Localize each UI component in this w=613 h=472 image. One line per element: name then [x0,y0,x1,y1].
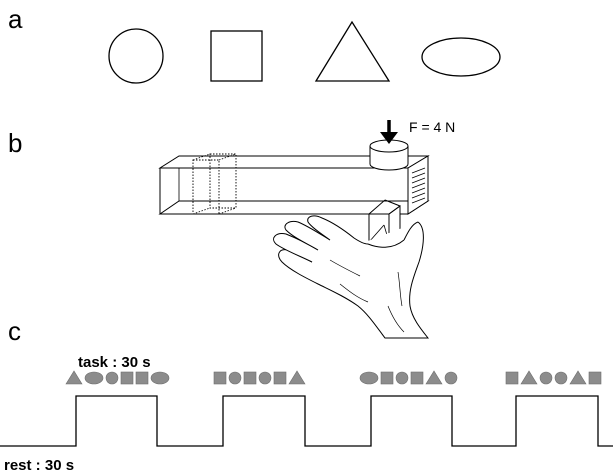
stimulus-square [273,371,287,385]
stimulus-triangle [569,370,587,385]
stimulus-square [380,371,394,385]
panel-label-a: a [8,4,23,34]
stimulus-circle [539,371,553,385]
rest-duration-label: rest : 30 s [4,457,74,472]
panel-b-apparatus [158,120,430,339]
stimulus-square [120,371,134,385]
stimulus-square [213,371,227,385]
bottom-plate [158,200,430,215]
force-label: F = 4 N [409,119,455,135]
triangle-shape [314,20,391,82]
stimulus-square [410,371,424,385]
stimulus-triangle [288,370,306,385]
stimulus-triangle [65,370,83,385]
stimulus-ellipse [150,371,170,385]
stimulus-ellipse [359,371,379,385]
stimulus-square [135,371,149,385]
cylinder-weight [369,139,409,171]
stimulus-triangle [520,370,538,385]
stimulus-circle [258,371,272,385]
stimulus-circle [395,371,409,385]
support-block [192,153,237,215]
stimulus-circle [228,371,242,385]
stimulus-circle [444,371,458,385]
stimulus-circle [105,371,119,385]
square-shape [210,30,263,82]
hand-illustration [273,215,430,339]
stimulus-square [243,371,257,385]
stimulus-circle [554,371,568,385]
stimulus-ellipse [84,371,104,385]
stimulus-square [588,371,602,385]
stimulus-sequences [65,370,602,385]
task-duration-label: task : 30 s [78,354,151,371]
stimulus-triangle [425,370,443,385]
ellipse-shape [421,37,501,77]
end-grip-lines [411,167,426,204]
panel-label-b: b [8,128,23,158]
block-design-waveform [0,395,613,447]
stimulus-square [505,371,519,385]
circle-shape [108,28,164,84]
bar-end-face [407,155,429,215]
panel-label-c: c [8,316,21,346]
force-arrow-icon [380,120,398,144]
panel-a-shapes [108,20,501,84]
